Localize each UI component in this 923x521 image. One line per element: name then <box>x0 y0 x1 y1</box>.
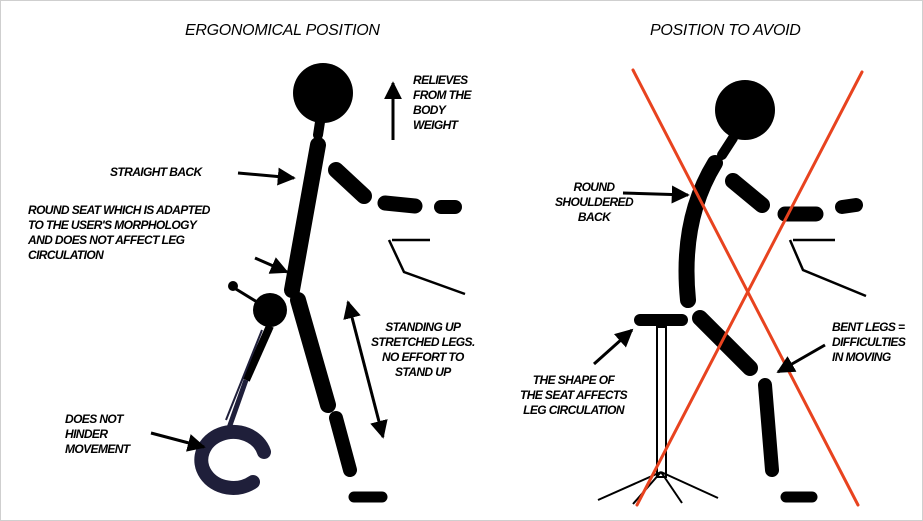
standing-up-line-3: NO EFFORT TO <box>371 350 475 365</box>
does-not-hinder-line-3: MOVEMENT <box>65 442 130 457</box>
stool-base <box>201 432 264 488</box>
straight-back-arrow <box>238 173 294 178</box>
relieves-line-1: RELIEVES <box>413 73 471 88</box>
ergonomic-shin <box>336 418 350 470</box>
relieves-line-2: FROM THE <box>413 88 471 103</box>
shape-of-seat-line-1: THE SHAPE OF <box>520 373 627 388</box>
bent-legs-line-1: BENT LEGS = <box>832 320 905 335</box>
bent-legs-label: BENT LEGS = DIFFICULTIES IN MOVING <box>832 320 905 365</box>
relieves-label: RELIEVES FROM THE BODY WEIGHT <box>413 73 471 133</box>
avoid-hand <box>842 205 856 207</box>
ergonomic-forearm <box>385 203 415 206</box>
round-shouldered-label: ROUND SHOULDERED BACK <box>555 180 633 225</box>
round-shouldered-line-3: BACK <box>555 210 633 225</box>
shape-of-seat-line-2: THE SEAT AFFECTS <box>520 388 627 403</box>
avoid-upper-arm <box>733 181 762 205</box>
standing-up-line-4: STAND UP <box>371 365 475 380</box>
saddle-stool <box>201 281 287 488</box>
round-seat-line-2: TO THE USER'S MORPHOLOGY <box>28 218 210 233</box>
avoid-thigh <box>700 318 750 368</box>
round-seat <box>253 293 287 327</box>
ergonomic-neck <box>318 122 320 135</box>
shape-of-seat-label: THE SHAPE OF THE SEAT AFFECTS LEG CIRCUL… <box>520 373 627 418</box>
avoid-head <box>715 80 775 140</box>
round-seat-line-1: ROUND SEAT WHICH IS ADAPTED <box>28 203 210 218</box>
round-seat-label: ROUND SEAT WHICH IS ADAPTED TO THE USER'… <box>28 203 210 263</box>
ergonomic-thigh <box>298 300 328 405</box>
shape-of-seat-line-3: LEG CIRCULATION <box>520 403 627 418</box>
round-shouldered-line-1: ROUND <box>555 180 633 195</box>
bent-legs-line-3: IN MOVING <box>832 350 905 365</box>
label-arrows <box>151 83 825 447</box>
straight-back-label: STRAIGHT BACK <box>110 165 202 180</box>
shape-of-seat-arrow <box>594 330 632 364</box>
standing-up-line-2: STRETCHED LEGS. <box>371 335 475 350</box>
avoid-neck <box>722 138 733 155</box>
relieves-line-3: BODY <box>413 103 471 118</box>
bent-legs-arrow <box>778 345 825 372</box>
round-seat-arrow <box>255 258 287 272</box>
ergonomic-head <box>293 63 353 123</box>
does-not-hinder-line-2: HINDER <box>65 427 130 442</box>
ergonomic-back <box>292 145 318 290</box>
does-not-hinder-label: DOES NOT HINDER MOVEMENT <box>65 412 130 457</box>
right-panel-title: POSITION TO AVOID <box>650 22 801 40</box>
avoid-desk <box>790 240 866 296</box>
round-seat-line-4: CIRCULATION <box>28 248 210 263</box>
bent-legs-line-2: DIFFICULTIES <box>832 335 905 350</box>
does-not-hinder-line-1: DOES NOT <box>65 412 130 427</box>
relieves-line-4: WEIGHT <box>413 118 471 133</box>
round-seat-line-3: AND DOES NOT AFFECT LEG <box>28 233 210 248</box>
straight-back-line-1: STRAIGHT BACK <box>110 165 202 180</box>
left-panel-title: ERGONOMICAL POSITION <box>185 22 380 40</box>
ergonomic-upper-arm <box>336 170 364 196</box>
ergonomic-desk <box>389 240 465 294</box>
does-not-hinder-arrow <box>151 433 204 447</box>
avoid-shin <box>765 385 772 470</box>
standing-up-line-1: STANDING UP <box>371 320 475 335</box>
round-shouldered-line-2: SHOULDERED <box>555 195 633 210</box>
avoid-figure <box>687 80 856 497</box>
standing-up-label: STANDING UP STRETCHED LEGS. NO EFFORT TO… <box>371 320 475 380</box>
